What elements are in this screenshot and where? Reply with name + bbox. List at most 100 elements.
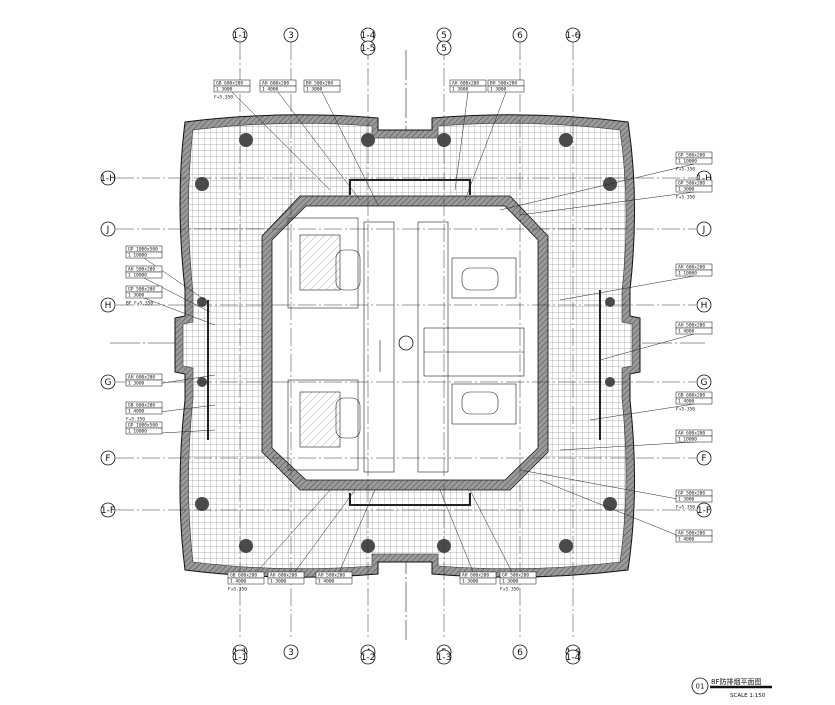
duct-tag-text: AH 600x200 [678, 265, 705, 271]
axis-top-1-label: 3 [288, 31, 294, 41]
axis-top-0-label: 1-1 [233, 31, 248, 41]
duct-tag-text: AH 600x200 [462, 573, 489, 579]
duct-tag-leader [231, 91, 331, 191]
duct-tag-cell [459, 577, 497, 585]
axis-grid-lines: 1-131-4561-61-551-134561-61-11-21-31-41-… [100, 27, 712, 665]
axis-right-3: G [696, 374, 712, 390]
axis-top-4-circle [512, 27, 528, 43]
drawing-number: 01 [696, 683, 705, 691]
duct-tag-leader [439, 489, 479, 585]
axis-left-1: J [100, 221, 116, 237]
duct-tag-note: F+5.350 [676, 195, 695, 201]
duct-tag-text: 1 4000 [230, 579, 247, 585]
duct-tag-text: BH 500x200 [306, 81, 333, 87]
duct-tag-cell [675, 185, 713, 193]
duct-tag-leader [519, 469, 695, 503]
duct-tag-cell [675, 495, 713, 503]
axis-top-5: 1-6 [565, 27, 581, 43]
duct-tag-leader [245, 489, 331, 585]
duct-tag-cell [125, 407, 163, 415]
duct-tag-text: AH 500x200 [128, 267, 155, 273]
duct-tag-leader [464, 91, 507, 201]
axis-bottom-sub-2-label: 1-3 [437, 653, 452, 663]
axis-left-0-label: 1-H [100, 174, 116, 184]
duct-tag-text: 1 4000 [678, 399, 695, 405]
duct-tag-cell [315, 577, 353, 585]
duct-tag-text: 1 10000 [128, 429, 147, 435]
axis-bottom-sub-2: 1-3 [436, 649, 452, 665]
duct-tag-leader [559, 441, 695, 451]
duct-tag-leader [143, 277, 211, 313]
axis-right-4-label: F [701, 454, 706, 464]
axis-bottom-sub-0-circle [232, 649, 248, 665]
axis-left-3: G [100, 374, 116, 390]
axis-right-4: F [696, 450, 712, 466]
axis-top-5-label: 1-6 [566, 31, 581, 41]
axis-right-2-circle [696, 297, 712, 313]
duct-tag-leader [143, 297, 216, 326]
duct-tag-text: 1 10000 [678, 437, 697, 443]
duct-tag-cell [499, 577, 537, 585]
axis-left-5-label: 1-F [101, 506, 115, 516]
axis-bottom-1-label: 3 [288, 648, 294, 658]
duct-tag-text: GP 500x200 [678, 181, 705, 187]
duct-tag-text: GB 600x200 [128, 403, 155, 409]
duct-tag-text: 1 3000 [452, 87, 469, 93]
axis-right-5: 1-F [696, 502, 712, 518]
axis-left-2: H [100, 297, 116, 313]
axis-top-1: 3 [283, 27, 299, 43]
duct-tag-text: 1 10000 [678, 159, 697, 165]
axis-bottom-4: 6 [512, 644, 528, 660]
duct-tag-leader [143, 257, 206, 301]
duct-tag-text: AH 600x200 [678, 431, 705, 437]
axis-top-3: 5 [436, 27, 452, 43]
axis-right-4-circle [696, 450, 712, 466]
axis-bottom-sub-3: 1-4 [565, 649, 581, 665]
duct-tag-text: 1 3000 [678, 497, 695, 503]
axis-right-1-circle [696, 221, 712, 237]
axis-right-1-label: J [702, 225, 706, 235]
duct-tag-text: 1 3000 [306, 87, 323, 93]
axis-right-5-label: 1-F [697, 506, 711, 516]
duct-tag-note: F+5.350 [676, 407, 695, 413]
duct-tag-text: 1 10000 [128, 253, 147, 259]
duct-tag-cell [125, 427, 163, 435]
axis-right-1: J [696, 221, 712, 237]
duct-tag-note: F+5.350 [228, 587, 247, 593]
duct-tag-leader [539, 479, 695, 543]
axis-top-2-label: 1-4 [361, 31, 376, 41]
duct-tag-leader [519, 191, 695, 216]
axis-left-1-circle [100, 221, 116, 237]
axis-left-1-label: J [106, 225, 110, 235]
axis-left-2-label: H [105, 301, 112, 311]
duct-tag-text: GP 500x200 [678, 153, 705, 159]
title-block: 01 8F防排烟平面图 SCALE 1:150 [691, 677, 772, 699]
axis-top-4: 6 [512, 27, 528, 43]
duct-tag-text: GB 600x200 [230, 573, 257, 579]
duct-tag-text: GP 1000x500 [128, 247, 158, 253]
axis-bottom-4-label: 6 [517, 648, 523, 658]
duct-tag-text: GP 500x200 [502, 573, 529, 579]
duct-tag-text: 1 4000 [678, 537, 695, 543]
duct-tag-leader [469, 489, 519, 585]
axis-top-sub-1-circle [436, 40, 452, 56]
duct-tag-cell [259, 85, 297, 93]
axis-left-5: 1-F [100, 502, 116, 518]
duct-tag-text: AH 500x200 [318, 573, 345, 579]
